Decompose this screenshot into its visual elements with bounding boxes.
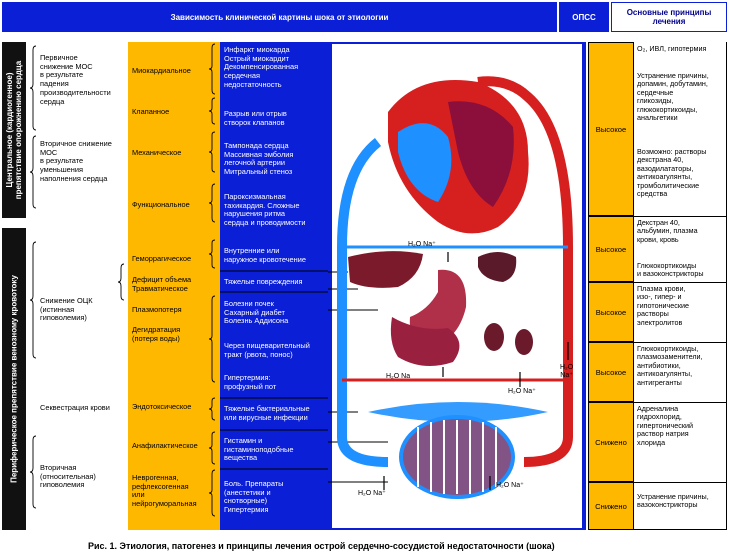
opss-cell-5: Снижено (588, 402, 634, 482)
aorta-arch (477, 76, 573, 248)
shock-type-anaphylactic: Анафилактическое (132, 441, 198, 450)
treatment-7: Глюкокортикоиды, плазмозаменители, антиб… (634, 342, 727, 389)
shock-type-myocardial: Миокардиальное (132, 66, 191, 75)
treatment-4: Декстран 40, альбумин, плазма крови, кро… (634, 216, 727, 246)
kidney-right (515, 329, 533, 355)
opss-cell-3: Высокое (588, 282, 634, 342)
shock-type-plasma-loss: Плазмопотеря (132, 305, 182, 314)
cause-bleeding: Внутренние или наружное кровотечение (224, 246, 306, 264)
shock-type-functional: Функциональное (132, 200, 190, 209)
heart-left-side (448, 101, 514, 207)
spleen (478, 252, 517, 282)
band-peripheral: Периферическое препятствие венозному кро… (2, 228, 26, 530)
vena-cava-upper (337, 138, 382, 248)
cause-pain-drugs: Боль. Препараты (анестетики и снотворные… (224, 479, 284, 515)
header-main: Зависимость клинической картины шока от … (2, 2, 557, 32)
treatment-column: O₂, ИВЛ, гипотермия Устранение причины, … (634, 42, 727, 530)
circulation-diagram-svg (328, 44, 582, 528)
mechanism-3: Снижение ОЦК (истинная гиповолемия) (40, 296, 93, 323)
header-treatment: Основные принципы лечения (611, 2, 727, 32)
label-h2o-na-top: H₂O Na⁺ (408, 241, 436, 248)
figure-caption: Рис. 1. Этиология, патогенез и принципы … (88, 541, 555, 551)
cause-myocardial: Инфаркт миокарда Острый миокардит Декомп… (224, 45, 299, 89)
cause-hyperthermia: Гипертермия: профузный пот (224, 373, 277, 391)
cause-digestive: Через пищеварительный тракт (рвота, поно… (224, 341, 310, 359)
shock-type-volume-traumatic: Дефицит объема Травматическое (132, 275, 192, 293)
treatment-8: Адреналина гидрохлорид, гипертонический … (634, 402, 727, 449)
cause-diseases: Болезни почек Сахарный диабет Болезнь Ад… (224, 299, 289, 326)
cause-functional: Пароксизмальная тахикардия. Сложные нару… (224, 192, 306, 228)
treatment-6: Плазма крови, изо-, гипер- и гипотоничес… (634, 282, 727, 329)
mechanism-4: Секвестрация крови (40, 403, 110, 412)
stomach (409, 269, 467, 347)
band-peripheral-text: Периферическое препятствие венозному кро… (9, 275, 19, 483)
opss-value-6: Снижено (595, 501, 627, 511)
header-opss: ОПСС (559, 2, 609, 32)
shock-type-endotoxic: Эндотоксическое (132, 402, 192, 411)
header-treatment-text: Основные принципы лечения (626, 8, 712, 26)
opss-value-1: Высокое (595, 124, 627, 134)
treatment-9: Устранение причины, вазоконстрикторы (634, 482, 727, 530)
mechanism-2: Вторичное снижение МОС в результате умен… (40, 139, 112, 183)
band-central: Центральное (кардиогенное) препятствие о… (2, 42, 26, 218)
shock-type-mechanical: Механическое (132, 148, 182, 157)
shock-type-hemorrhagic: Геморрагическое (132, 254, 192, 263)
mechanism-5: Вторичная (относительная) гиповолемия (40, 463, 96, 490)
treatment-2: Устранение причины, допамин, добутамин, … (637, 71, 709, 123)
label-h2o-na-bl: H₂O Na⁺ (358, 490, 386, 497)
vein-left (337, 247, 389, 467)
cause-histamine: Гистамин и гистаминоподобные вещества (224, 436, 294, 463)
header-main-text: Зависимость клинической картины шока от … (170, 12, 389, 22)
shock-type-valvular: Клапанное (132, 107, 170, 116)
label-h2o-na-br: H₂O Na⁺ (496, 482, 524, 489)
shock-types-column (128, 42, 220, 530)
mechanism-1: Первичное снижение МОС в результате паде… (40, 53, 111, 106)
opss-value-4: Высокое (595, 367, 627, 377)
treatment-1: O₂, ИВЛ, гипотермия (637, 44, 707, 53)
label-h2o-na-right: H₂O Na⁺ (508, 388, 536, 395)
causes-column (220, 42, 328, 530)
opss-value-3: Высокое (595, 307, 627, 317)
shock-type-dehydration: Дегидратация (потеря воды) (132, 325, 181, 343)
cause-injuries: Тяжелые повреждения (224, 277, 303, 286)
cause-mechanical: Тампонада сердца Массивная эмболия легоч… (224, 141, 294, 177)
opss-cell-6: Снижено (588, 482, 634, 530)
cause-infections: Тяжелые бактериальные или вирусные инфек… (224, 404, 310, 422)
opss-cell-2: Высокое (588, 216, 634, 282)
cause-valvular: Разрыв или отрыв створок клапанов (224, 109, 287, 127)
kidney-left (484, 323, 504, 351)
artery-right (523, 247, 573, 467)
heart-right-side (398, 123, 452, 202)
opss-cell-4: Высокое (588, 342, 634, 402)
treatment-3: Возможно: растворы декстрана 40, вазодил… (637, 147, 707, 199)
capillary-bed-upper (368, 402, 548, 422)
treatment-5: Глюкокортикоиды и вазоконстрикторы (637, 261, 704, 279)
label-h2o-na-side: H₂O Na⁺ (560, 364, 574, 380)
liver (348, 251, 423, 288)
shock-type-neurogenic: Неврогенная, рефлексогенная или нейрогум… (132, 473, 197, 509)
header-opss-text: ОПСС (572, 12, 596, 22)
opss-value-2: Высокое (595, 244, 627, 254)
band-central-text: Центральное (кардиогенное) препятствие о… (4, 60, 23, 200)
label-h2o-na-mid: H₂O Na (386, 373, 411, 380)
opss-value-5: Снижено (595, 437, 627, 447)
opss-cell-1: Высокое (588, 42, 634, 216)
circulation-diagram: H₂O Na⁺ H₂O Na H₂O Na⁺ H₂O Na⁺ H₂O Na⁺ H… (328, 42, 586, 530)
intestine (390, 317, 460, 366)
